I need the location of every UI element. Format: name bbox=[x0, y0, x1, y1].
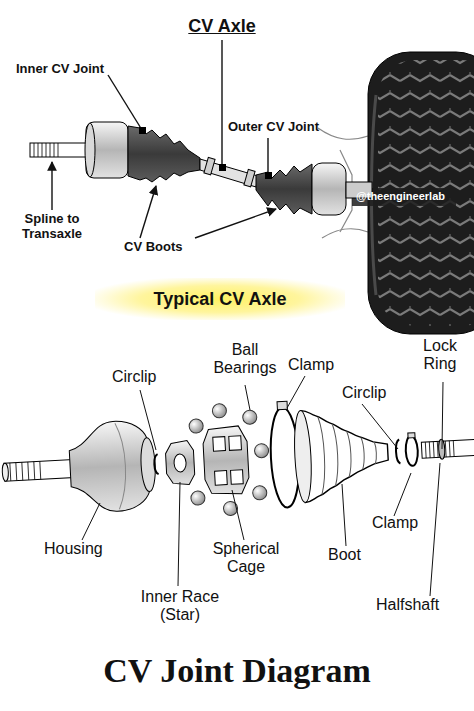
inner-boot bbox=[128, 126, 200, 182]
watermark: @theengineerlab bbox=[356, 190, 456, 203]
leader-arrow bbox=[51, 162, 52, 210]
part-label: Ball Bearings bbox=[207, 341, 283, 378]
stub-splines bbox=[10, 461, 41, 481]
tire bbox=[352, 52, 474, 334]
inner-joint-face bbox=[85, 123, 95, 177]
clamp-tab bbox=[408, 433, 415, 438]
part-label: Outer CV Joint bbox=[228, 120, 338, 135]
leader-line bbox=[362, 404, 398, 449]
part-label: Boot bbox=[328, 546, 388, 564]
leader-line bbox=[430, 463, 440, 596]
leader-line bbox=[394, 473, 411, 516]
leader-line bbox=[442, 382, 443, 449]
part-label: Circlip bbox=[342, 384, 412, 402]
spline-stub bbox=[30, 143, 88, 157]
ball-bearing bbox=[254, 443, 269, 458]
spherical-cage bbox=[202, 425, 249, 495]
inner-race bbox=[165, 440, 195, 485]
cage-window bbox=[215, 471, 228, 486]
leader-line bbox=[245, 385, 250, 410]
ball-bearing bbox=[191, 491, 206, 506]
highlight-band: Typical CV Axle bbox=[95, 278, 345, 320]
leader-line bbox=[232, 490, 244, 540]
boot-mouth bbox=[293, 410, 314, 503]
part-label: CV Boots bbox=[124, 240, 214, 255]
cage-window bbox=[231, 470, 244, 485]
exploded-cv-joint bbox=[0, 390, 474, 527]
ball-bearings bbox=[186, 401, 272, 517]
watermark-backing bbox=[352, 188, 456, 206]
part-label: Circlip bbox=[112, 368, 182, 386]
part-label: Spline to Transaxle bbox=[14, 212, 90, 242]
outer-joint-housing bbox=[312, 163, 346, 215]
small-clamp bbox=[405, 436, 419, 467]
spline-teeth bbox=[34, 143, 58, 157]
part-label: Lock Ring bbox=[412, 337, 468, 374]
ball-bearing bbox=[212, 403, 227, 418]
part-label: Housing bbox=[44, 540, 124, 558]
boot-bellows bbox=[301, 406, 391, 502]
cv-axle-drawing bbox=[30, 122, 372, 215]
leader-line bbox=[267, 138, 268, 174]
knuckle-line bbox=[322, 229, 368, 238]
ball-bearing bbox=[252, 485, 267, 500]
leader-line bbox=[108, 75, 142, 130]
diagram-title: CV Joint Diagram bbox=[0, 652, 474, 690]
joint-markers bbox=[139, 127, 272, 179]
outer-boot bbox=[256, 164, 312, 214]
part-label: Halfshaft bbox=[376, 596, 466, 614]
leader-arrow bbox=[195, 209, 276, 238]
part-label: Inner Race (Star) bbox=[128, 588, 232, 625]
joint-marker bbox=[219, 164, 226, 171]
shaft-clamp bbox=[204, 157, 215, 174]
clamp-tab bbox=[277, 401, 287, 410]
bottom-leaders bbox=[82, 376, 443, 596]
inner-circlip bbox=[154, 454, 159, 474]
part-label: Inner CV Joint bbox=[16, 62, 126, 77]
cage-window bbox=[229, 436, 242, 451]
heading-label: CV Axle bbox=[177, 16, 267, 37]
part-label: Spherical Cage bbox=[198, 540, 294, 577]
part-label: Clamp bbox=[372, 514, 442, 532]
leader-line bbox=[178, 482, 180, 586]
leader-line bbox=[221, 40, 222, 166]
housing-bell bbox=[68, 420, 151, 514]
stub-end bbox=[2, 463, 9, 481]
ball-bearing bbox=[189, 419, 204, 434]
inner-joint-housing bbox=[86, 122, 128, 178]
inner-race-bore bbox=[174, 454, 187, 473]
leader-line bbox=[82, 503, 100, 540]
shaft-clamp bbox=[244, 169, 255, 186]
boot-ridges bbox=[318, 414, 379, 495]
joint-marker bbox=[139, 127, 146, 134]
leader-line bbox=[342, 484, 346, 546]
ball-bearing bbox=[242, 410, 257, 425]
band-caption: Typical CV Axle bbox=[153, 289, 286, 310]
leader-arrow bbox=[140, 186, 156, 238]
knuckle-line bbox=[318, 128, 368, 139]
leader-line bbox=[140, 390, 156, 450]
leader-line bbox=[287, 376, 305, 408]
cage-window bbox=[213, 437, 226, 452]
housing-shade bbox=[115, 423, 128, 509]
joint-marker bbox=[265, 172, 272, 179]
halfshaft-bar bbox=[421, 439, 474, 458]
part-label: Clamp bbox=[288, 356, 358, 374]
stub-shaft bbox=[4, 460, 75, 482]
outer-circlip bbox=[395, 439, 400, 463]
